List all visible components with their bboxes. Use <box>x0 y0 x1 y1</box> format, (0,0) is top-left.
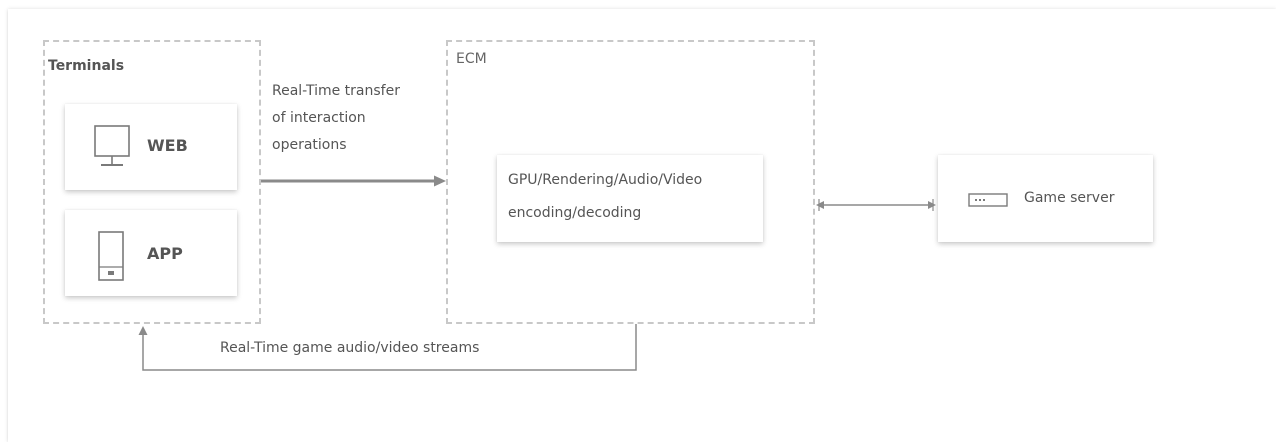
interaction-line-2: of interaction <box>272 110 366 126</box>
monitor-icon <box>94 125 130 166</box>
interaction-line-1: Real-Time transfer <box>272 83 400 99</box>
gpu-line-2: encoding/decoding <box>508 205 642 221</box>
app-card: APP <box>65 210 237 296</box>
ecm-server-bidirectional-arrow <box>816 199 936 211</box>
web-card: WEB <box>65 104 237 190</box>
terminals-title: Terminals <box>48 58 125 74</box>
ecm-title: ECM <box>456 51 487 67</box>
interaction-line-3: operations <box>272 137 347 153</box>
stream-return-arrow <box>138 324 637 371</box>
web-label: WEB <box>147 136 188 155</box>
mobile-phone-icon <box>98 231 124 281</box>
gpu-line-1: GPU/Rendering/Audio/Video <box>508 172 703 188</box>
interaction-arrow <box>261 175 446 187</box>
terminals-group <box>43 40 261 324</box>
game-server-card: Game server <box>938 155 1153 242</box>
server-icon <box>968 193 1008 207</box>
app-label: APP <box>147 244 183 263</box>
game-server-label: Game server <box>1024 190 1115 206</box>
ecm-group <box>446 40 815 324</box>
gpu-rendering-text: GPU/Rendering/Audio/Video encoding/decod… <box>508 164 702 230</box>
interaction-transfer-label: Real-Time transfer of interaction operat… <box>272 78 400 159</box>
gpu-rendering-card: GPU/Rendering/Audio/Video encoding/decod… <box>497 155 763 242</box>
stream-label: Real-Time game audio/video streams <box>220 340 480 356</box>
